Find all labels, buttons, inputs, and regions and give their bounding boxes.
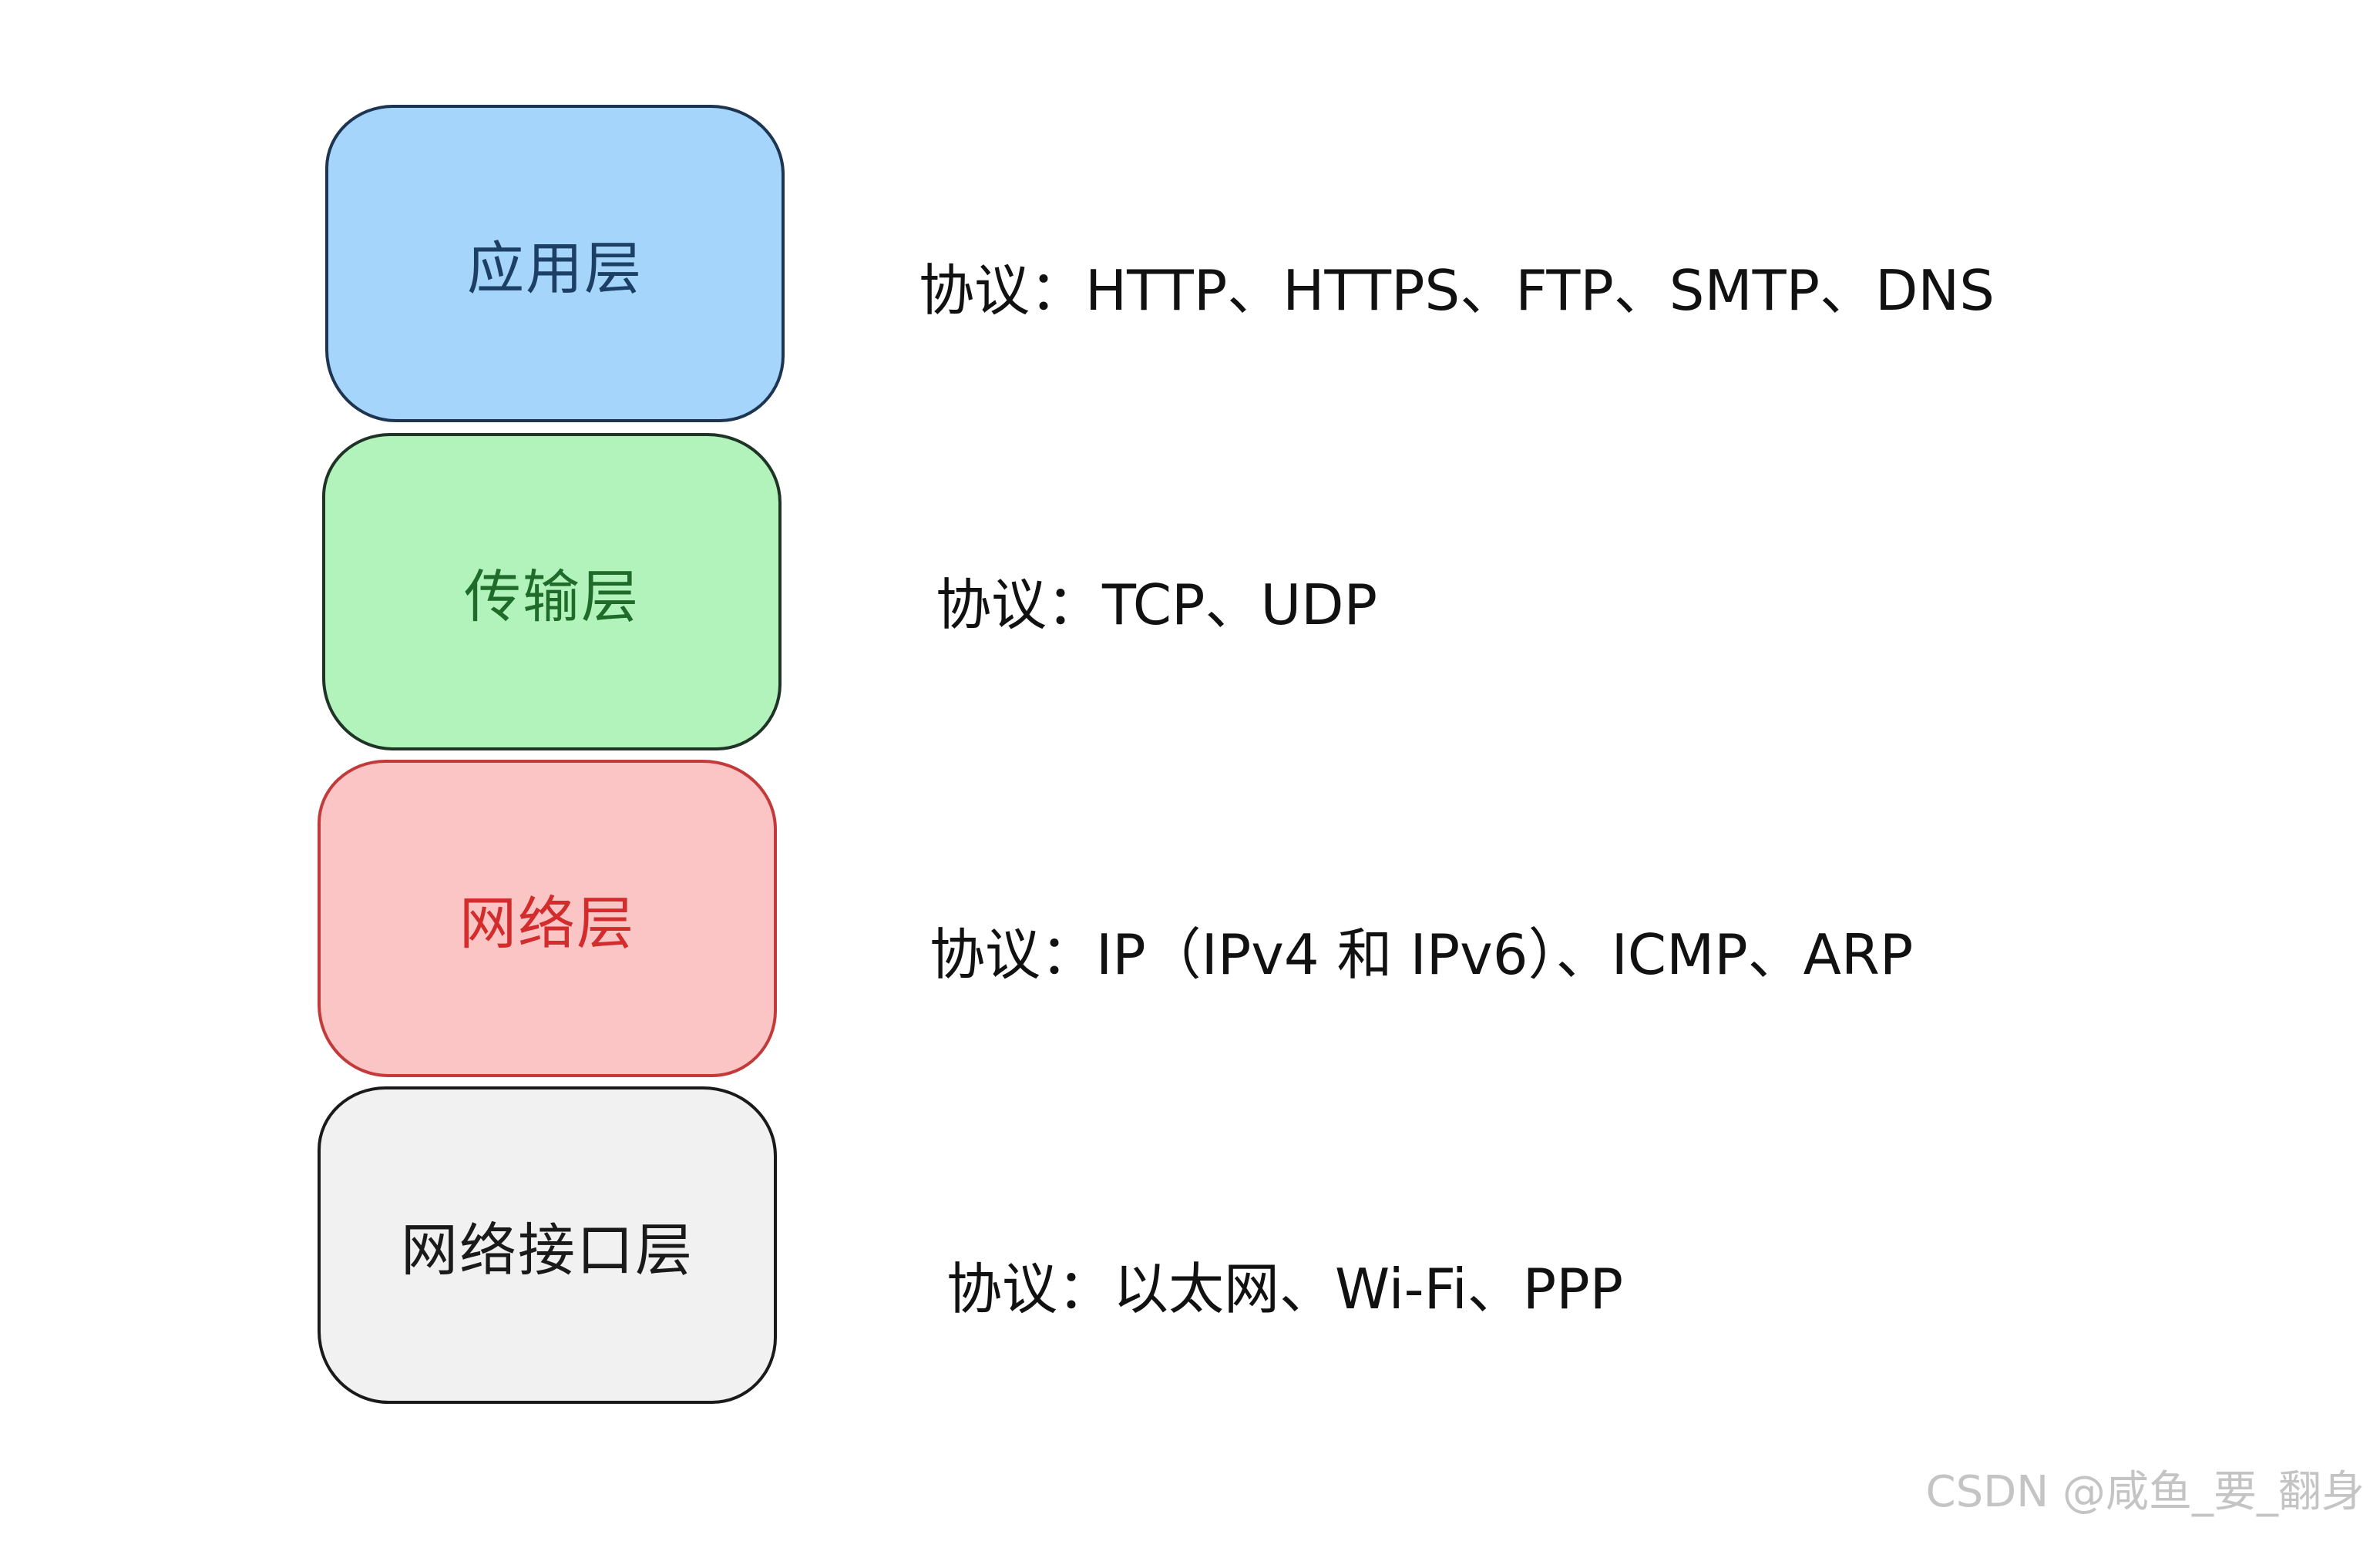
protocols-transport: 协议：TCP、UDP: [936, 572, 1378, 637]
protocols-application: 协议：HTTP、HTTPS、FTP、SMTP、DNS: [919, 258, 1995, 323]
layer-box-network: 网络层: [318, 760, 777, 1077]
layer-box-transport: 传输层: [322, 433, 782, 750]
protocols-network-interface: 协议：以太网、Wi-Fi、PPP: [946, 1257, 1624, 1321]
layer-label-network: 网络层: [459, 890, 635, 957]
layer-label-network-interface: 网络接口层: [401, 1217, 694, 1284]
layer-label-transport: 传输层: [464, 563, 640, 630]
protocols-network: 协议：IP（IPv4 和 IPv6）、ICMP、ARP: [929, 922, 1914, 987]
layer-box-application: 应用层: [325, 105, 785, 422]
layer-box-network-interface: 网络接口层: [318, 1086, 777, 1404]
layer-label-application: 应用层: [467, 235, 643, 302]
watermark: CSDN @咸鱼_要_翻身: [1925, 1467, 2365, 1517]
